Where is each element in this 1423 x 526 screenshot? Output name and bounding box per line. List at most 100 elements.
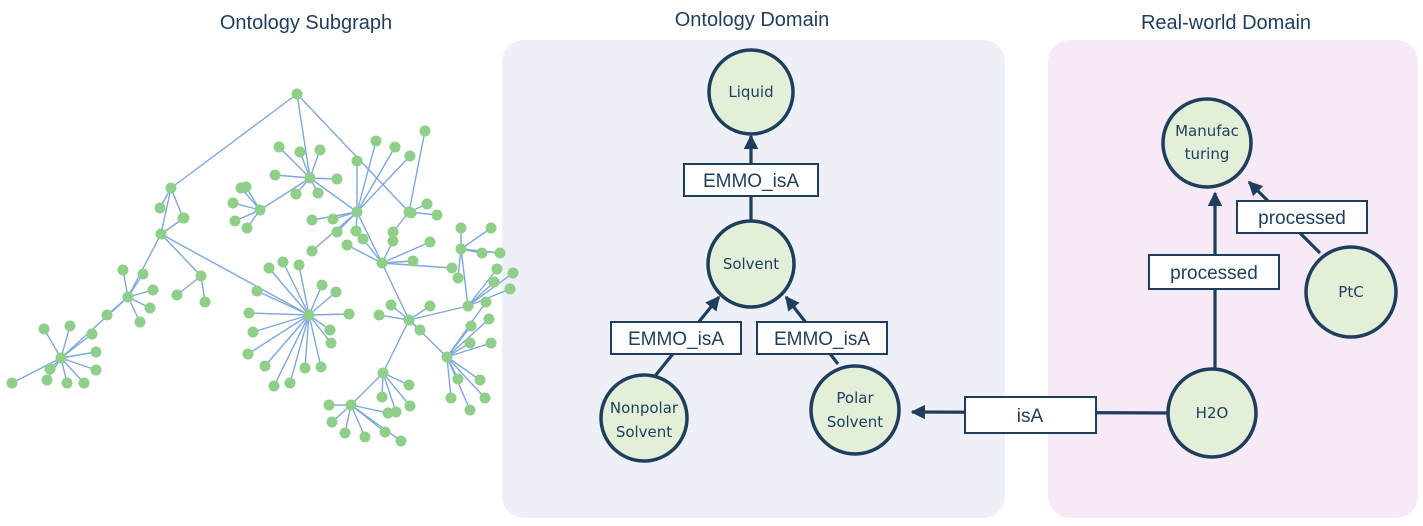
subgraph-title: Ontology Subgraph [220, 12, 392, 34]
subgraph-node [241, 222, 253, 234]
subgraph-node [385, 299, 397, 311]
subgraph-node [421, 198, 433, 210]
subgraph-edge [298, 264, 310, 316]
subgraph-edge [356, 211, 383, 264]
subgraph-node [455, 222, 467, 234]
subgraph-node [331, 173, 343, 185]
subgraph-node [507, 267, 519, 279]
subgraph-node [312, 187, 324, 199]
subgraph-node [339, 427, 351, 439]
subgraph-edge [127, 233, 162, 298]
subgraph-node [387, 226, 399, 238]
node-liquid: Liquid [707, 48, 795, 136]
subgraph-node [101, 309, 113, 321]
subgraph-node [44, 363, 56, 375]
subgraph-edge [350, 372, 384, 406]
subgraph-node [199, 296, 211, 308]
subgraph-node [242, 348, 254, 360]
subgraph-edge [446, 342, 492, 358]
subgraph-node [419, 125, 431, 137]
subgraph-node [147, 284, 159, 296]
edge-label-solvent-liquid: EMMO_isA [683, 163, 819, 197]
subgraph-node [55, 352, 67, 364]
subgraph-node [299, 362, 311, 374]
subgraph-node [254, 204, 266, 216]
subgraph-node [376, 391, 388, 403]
subgraph-node [134, 316, 146, 328]
subgraph-edge [247, 314, 310, 355]
subgraph-edge [446, 356, 481, 381]
subgraph-edge [381, 262, 410, 321]
node-polar-label-line2: Solvent [827, 413, 883, 431]
subgraph-edge [11, 357, 62, 384]
subgraph-node [376, 257, 388, 269]
subgraph-edge [381, 241, 431, 264]
subgraph-edge [256, 290, 310, 316]
subgraph-node [144, 302, 156, 314]
subgraph-edge [160, 233, 310, 316]
subgraph-node [379, 426, 391, 438]
subgraph-node [259, 360, 271, 372]
subgraph-edge [273, 314, 310, 387]
subgraph-node [491, 263, 503, 275]
node-h2o: H2O [1166, 367, 1258, 459]
subgraph-node [137, 268, 149, 280]
subgraph-node [229, 215, 241, 227]
subgraph-node [485, 337, 497, 349]
subgraph-node [327, 213, 339, 225]
subgraph-node [155, 228, 167, 240]
subgraph-node [359, 431, 371, 443]
node-polar-solvent: Polar Solvent [809, 364, 901, 456]
subgraph-node [390, 406, 402, 418]
subgraph-edge [382, 319, 410, 374]
edge-label-text: processed [1170, 263, 1258, 284]
subgraph-node [395, 435, 407, 447]
subgraph-node [154, 202, 166, 214]
subgraph-edge [43, 328, 62, 359]
realworld-domain-title: Real-world Domain [1141, 12, 1311, 34]
ontology-subgraph-network [6, 88, 519, 447]
node-manufacturing: Manufac turing [1161, 97, 1253, 189]
subgraph-edge [460, 227, 492, 250]
edge-label-h2o-manufacturing: processed [1148, 254, 1280, 290]
subgraph-edge [408, 305, 469, 321]
subgraph-node [243, 307, 255, 319]
subgraph-node [304, 172, 316, 184]
subgraph-node [357, 233, 369, 245]
subgraph-node [452, 373, 464, 385]
subgraph-node [452, 272, 464, 284]
subgraph-node [474, 374, 486, 386]
node-liquid-label: Liquid [728, 83, 773, 101]
subgraph-node [64, 320, 76, 332]
ontology-domain-title: Ontology Domain [675, 9, 830, 31]
subgraph-node [424, 236, 436, 248]
subgraph-node [373, 309, 385, 321]
subgraph-node [351, 206, 363, 218]
node-solvent: Solvent [706, 219, 796, 309]
subgraph-node [38, 323, 50, 335]
subgraph-edge [308, 314, 332, 344]
subgraph-edge [264, 314, 310, 367]
subgraph-edge [296, 93, 410, 213]
subgraph-node [404, 150, 416, 162]
subgraph-node [171, 289, 183, 301]
subgraph-node [315, 361, 327, 373]
subgraph-node [324, 324, 336, 336]
subgraph-node [345, 399, 357, 411]
subgraph-node [6, 377, 18, 389]
subgraph-node [122, 291, 134, 303]
node-nonpolar-label-line2: Solvent [616, 423, 672, 441]
subgraph-node [464, 337, 476, 349]
subgraph-edge [259, 177, 311, 211]
subgraph-node [314, 144, 326, 156]
edge-label-nonpolar-solvent: EMMO_isA [610, 321, 742, 355]
subgraph-node [240, 181, 252, 193]
subgraph-edge [382, 372, 411, 407]
subgraph-node [479, 392, 491, 404]
subgraph-node [351, 155, 363, 167]
subgraph-node [431, 209, 443, 221]
edge-label-polar-solvent: EMMO_isA [756, 321, 888, 355]
subgraph-edge [446, 356, 486, 399]
subgraph-node [330, 286, 342, 298]
subgraph-node [251, 285, 263, 297]
